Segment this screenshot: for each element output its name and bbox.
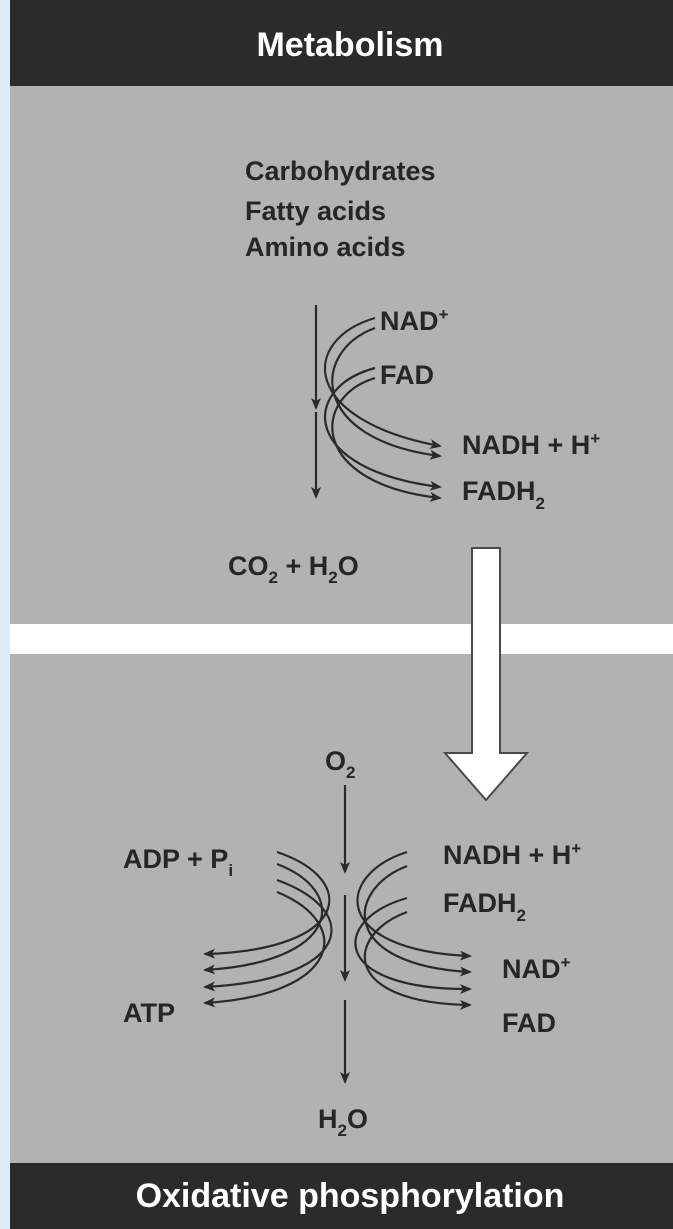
label-atp: ATP <box>123 998 175 1028</box>
label-fad-lower: FAD <box>502 1008 556 1038</box>
label-adp-pi: ADP + Pi <box>123 844 233 880</box>
membrane <box>10 624 673 654</box>
footer-title: Oxidative phosphorylation <box>136 1177 565 1215</box>
label-o2: O2 <box>325 746 355 782</box>
reduction-curves <box>324 316 442 502</box>
label-nadh-lower: NADH + H+ <box>443 839 581 870</box>
substrate-amino-acids: Amino acids <box>245 232 406 262</box>
label-h2o: H2O <box>318 1104 368 1140</box>
label-fadh2-lower: FADH2 <box>443 888 526 925</box>
phosphorylation-curves <box>203 850 333 1008</box>
label-co2-h2o: CO2 + H2O <box>228 551 359 587</box>
label-fadh2: FADH2 <box>462 476 545 513</box>
label-nad-lower: NAD+ <box>502 953 571 984</box>
label-nad: NAD+ <box>380 305 449 336</box>
label-nadh: NADH + H+ <box>462 429 600 460</box>
substrate-carbohydrates: Carbohydrates <box>245 156 436 186</box>
footer-bar <box>10 1163 673 1229</box>
header-title: Metabolism <box>256 26 443 64</box>
substrate-fatty-acids: Fatty acids <box>245 196 386 226</box>
label-fad: FAD <box>380 360 434 390</box>
substrate-list: Carbohydrates Fatty acids Amino acids <box>245 156 436 262</box>
diagram-panel <box>10 0 673 1229</box>
transfer-arrow <box>442 547 530 802</box>
oxidation-curves <box>354 850 472 1010</box>
header-bar <box>10 0 673 86</box>
